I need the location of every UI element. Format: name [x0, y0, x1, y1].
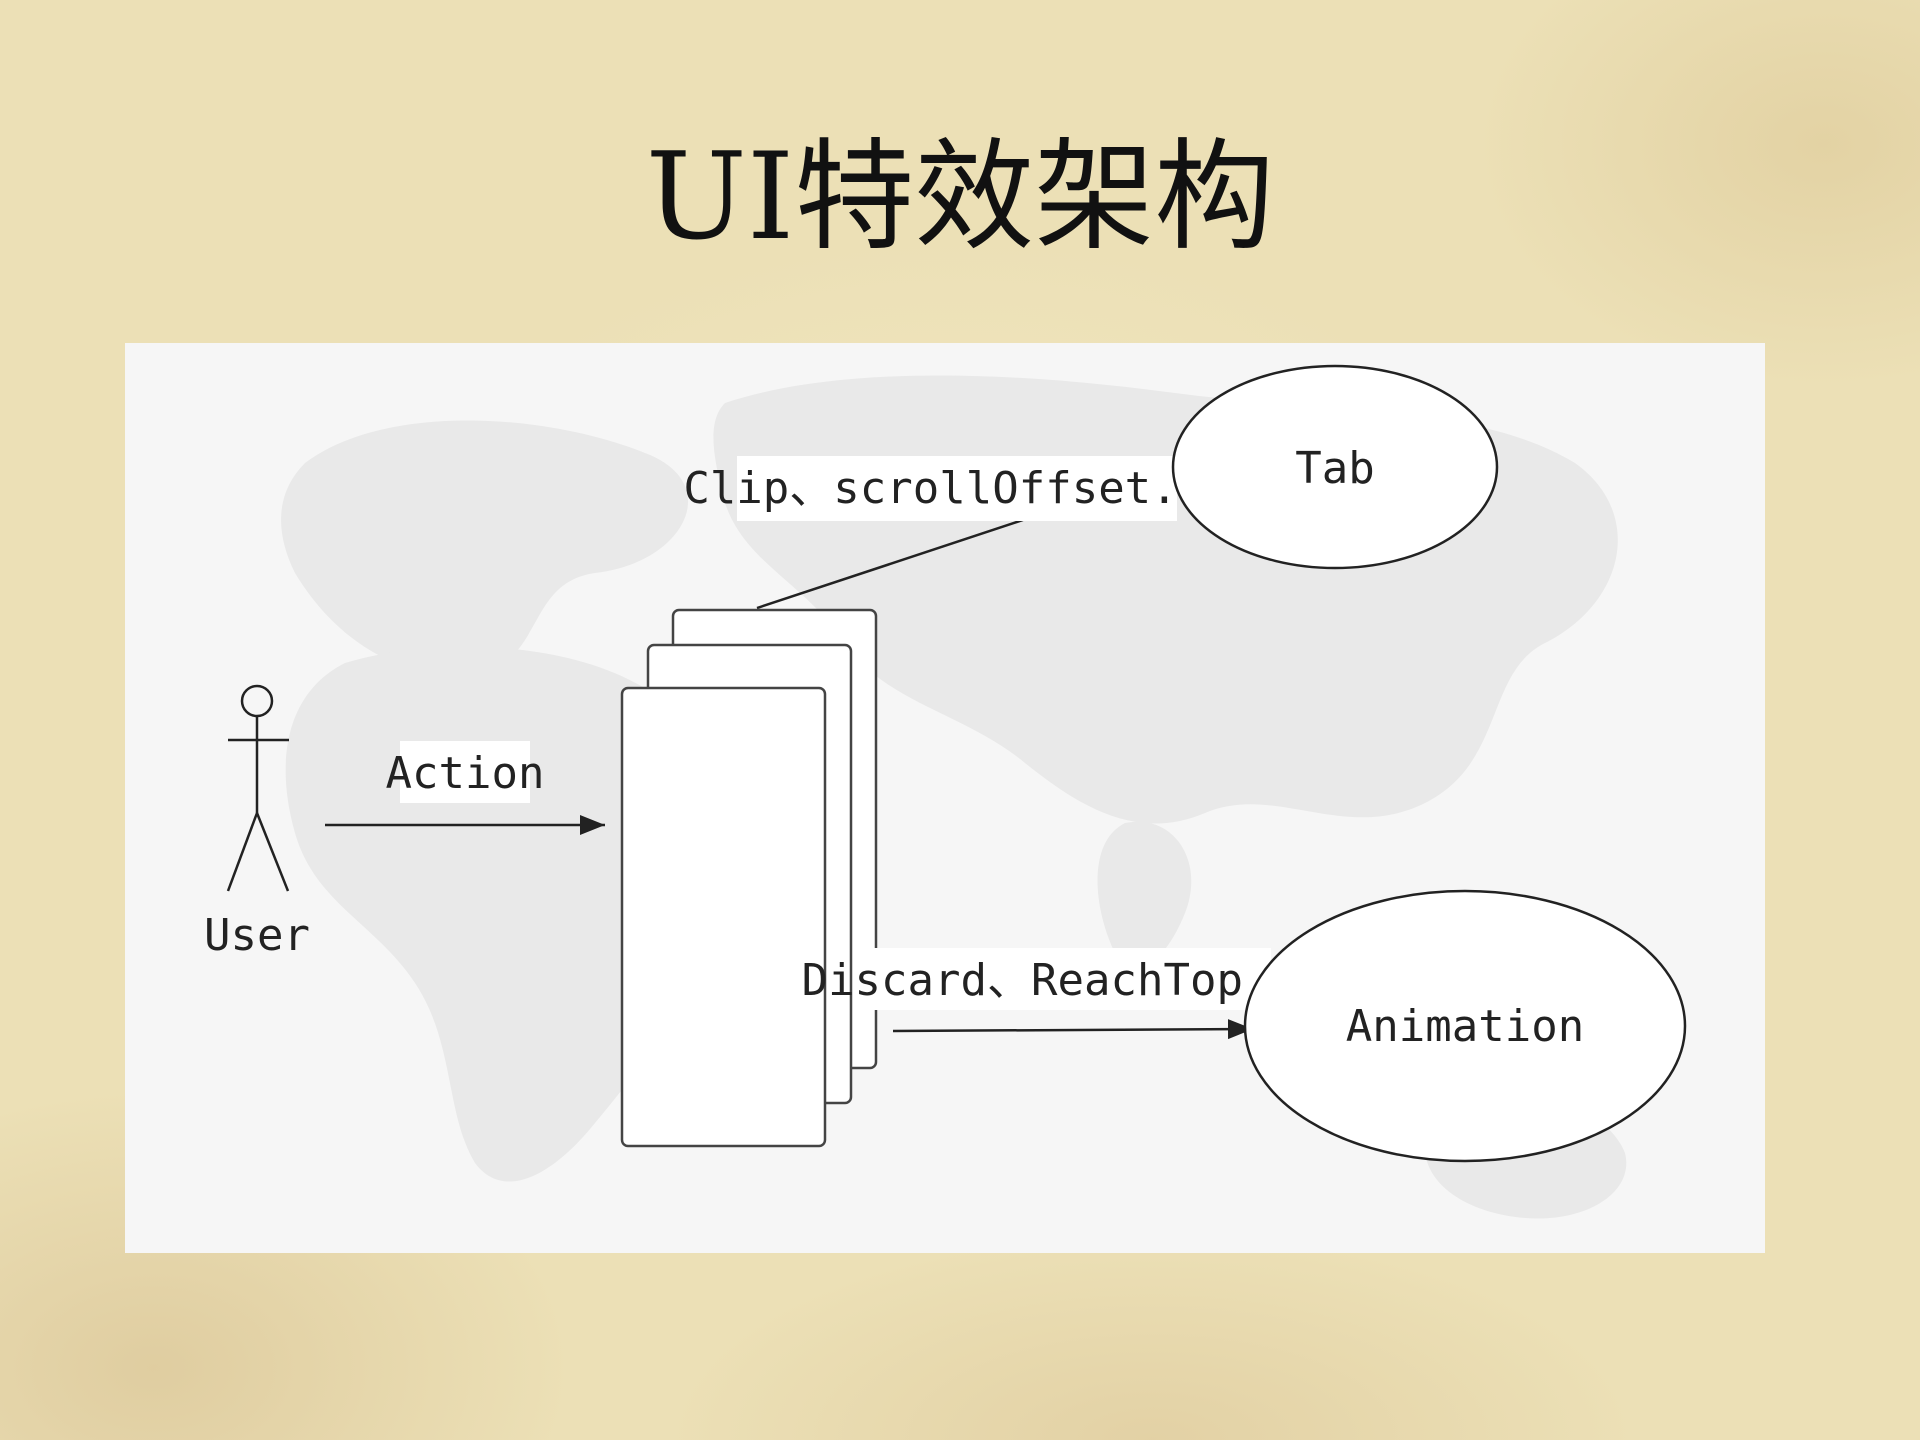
- slide-title: UI特效架构: [645, 128, 1275, 267]
- card-stack: [620, 608, 878, 1148]
- action-label: Action: [386, 748, 545, 799]
- diagram-panel: User Action Clip、scrollOffset... Tab Dis…: [125, 343, 1765, 1253]
- user-actor-icon: [226, 684, 290, 892]
- architecture-diagram: User Action Clip、scrollOffset... Tab Dis…: [204, 364, 1687, 1219]
- tab-node-label: Tab: [1295, 443, 1374, 494]
- tab-connector-line: [756, 518, 1024, 610]
- animation-node: [1243, 889, 1687, 1163]
- user-label: User: [204, 910, 310, 961]
- animation-edge-label: Discard、ReachTop...: [802, 955, 1323, 1006]
- animation-node-label: Animation: [1346, 1001, 1584, 1052]
- tab-node: [1171, 364, 1499, 570]
- animation-arrow: [892, 1019, 1254, 1040]
- tab-edge-label-background: [737, 456, 1177, 521]
- animation-edge-label-background: [853, 948, 1271, 1010]
- action-label-background: [400, 741, 530, 803]
- tab-edge-label: Clip、scrollOffset...: [683, 463, 1230, 514]
- card-front: [620, 686, 827, 1148]
